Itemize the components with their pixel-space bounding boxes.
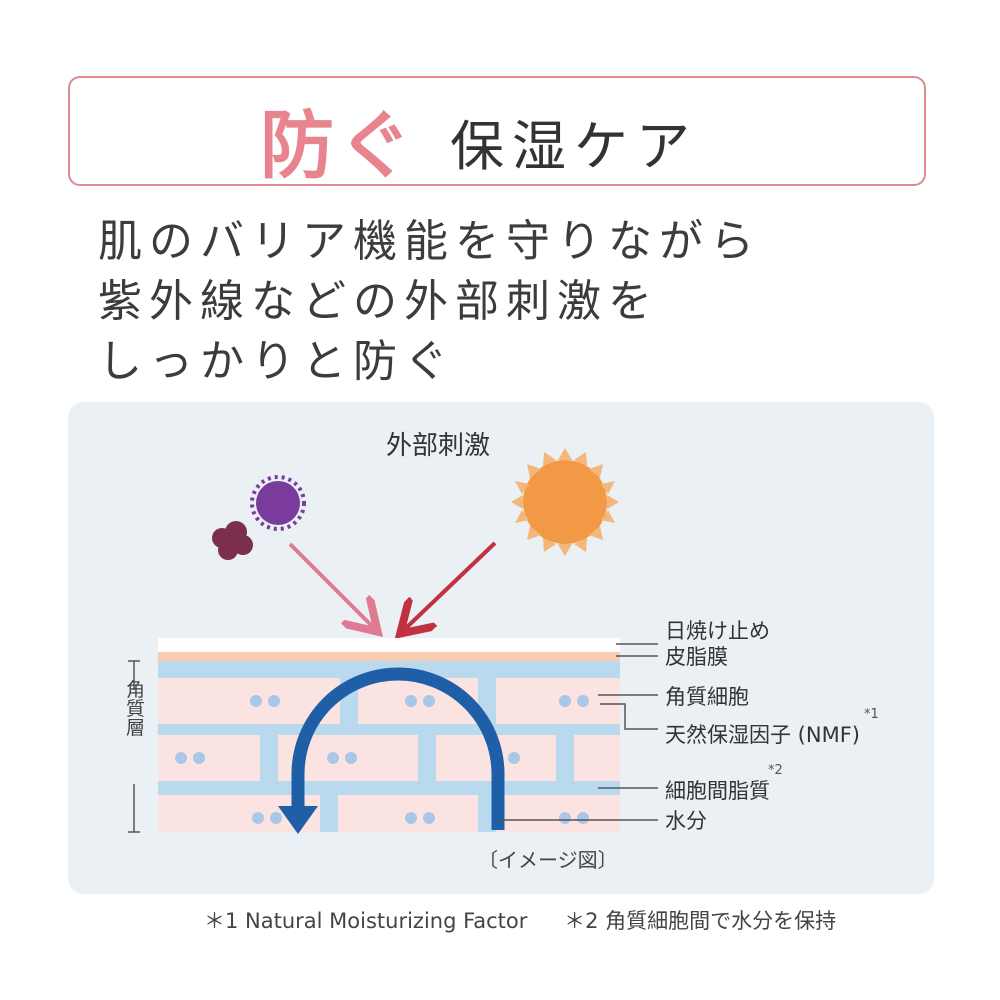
corneocytes: [158, 678, 620, 832]
label-sebum: 皮脂膜: [665, 645, 728, 669]
label-corneocyte: 角質細胞: [665, 685, 749, 709]
skin-barrier-diagram: 外部刺激: [68, 402, 934, 894]
title-rest: 保湿ケア: [450, 115, 698, 178]
label-sunscreen: 日焼け止め: [665, 619, 770, 643]
sebum-layer: [158, 652, 620, 661]
moisture-arrow: [278, 667, 505, 834]
label-lipid: 細胞間脂質: [665, 779, 770, 803]
footnote-1: ＊1 Natural Moisturizing Factor: [204, 909, 528, 933]
leader-lines: [498, 643, 658, 821]
sun-icon: [511, 448, 619, 556]
note-1: *1: [864, 707, 879, 722]
stratum-corneum: [158, 661, 620, 832]
stratum-label: 角質層: [123, 679, 145, 736]
virus-particle-icon: [250, 475, 306, 531]
image-caption: 〔イメージ図〕: [478, 848, 618, 872]
stimulus-label: 外部刺激: [386, 431, 490, 461]
sunscreen-layer: [158, 638, 620, 652]
diagram-svg: 外部刺激: [123, 431, 879, 872]
title-highlight: 防ぐ: [260, 103, 416, 189]
footnote-2: ＊2 角質細胞間で水分を保持: [564, 909, 837, 933]
stimulus-arrow-red: [406, 541, 497, 628]
dust-particle-icon: [212, 521, 253, 560]
stratum-bracket: [128, 660, 140, 833]
nmf-dots: [175, 695, 589, 824]
lead-line-3: しっかりと防ぐ: [98, 336, 455, 387]
lead-line-1: 肌のバリア機能を守りながら: [98, 216, 761, 267]
stimulus-arrow-pink: [288, 542, 372, 626]
label-moisture: 水分: [665, 809, 707, 833]
lead-line-2: 紫外線などの外部刺激を: [98, 276, 659, 327]
lead-text: 肌のバリア機能を守りながら 紫外線などの外部刺激を しっかりと防ぐ: [98, 212, 761, 392]
note-2: *2: [768, 763, 783, 778]
footnotes: ＊1 Natural Moisturizing Factor ＊2 角質細胞間で…: [204, 905, 866, 935]
title-box: 防ぐ 保湿ケア: [68, 76, 926, 189]
label-nmf: 天然保湿因子 (NMF): [665, 723, 860, 747]
